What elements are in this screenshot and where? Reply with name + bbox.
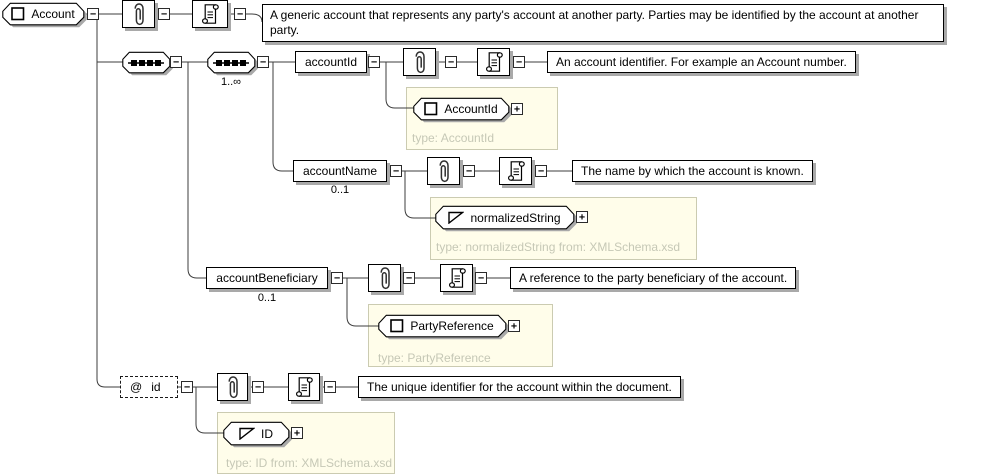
collapse-toggle-accountid-attributes[interactable]: − [445, 56, 457, 68]
occurrence-label: 1..∞ [220, 76, 242, 88]
collapse-toggle-accountbeneficiary[interactable]: − [331, 272, 343, 284]
element-square-icon [390, 319, 404, 333]
annotation-button-id[interactable] [288, 373, 320, 401]
type-label: PartyReference [410, 319, 494, 333]
element-accountid[interactable]: accountId [295, 51, 367, 73]
sequence-dots-icon [128, 58, 164, 68]
type-label: ID [261, 426, 273, 441]
element-label: accountBeneficiary [216, 271, 318, 285]
expand-toggle-accountid-type[interactable]: + [511, 103, 523, 115]
expand-toggle-accountbeneficiary-type[interactable]: + [508, 320, 520, 332]
collapse-toggle-id-attributes[interactable]: − [252, 381, 264, 393]
paperclip-icon [223, 374, 243, 400]
collapse-toggle-id-annotation[interactable]: − [324, 381, 336, 393]
annotation-text-account[interactable]: A generic account that represents any pa… [262, 4, 944, 42]
annotation-text-accountbeneficiary[interactable]: A reference to the party beneficiary of … [510, 267, 797, 289]
attributes-button-id[interactable] [217, 373, 248, 401]
inner-sequence-compositor[interactable] [207, 51, 258, 76]
attributes-button-account[interactable] [122, 0, 155, 28]
element-square-icon [11, 7, 25, 21]
element-label: Account [31, 7, 75, 21]
element-label: accountId [304, 55, 358, 69]
collapse-toggle-accountid-annotation[interactable]: − [513, 56, 525, 68]
occurrence-label: 0..1 [330, 184, 350, 196]
expand-toggle-accountname-type[interactable]: + [576, 211, 588, 223]
type-label: normalizedString [470, 210, 561, 225]
scroll-icon [198, 1, 222, 27]
attributes-button-accountname[interactable] [427, 157, 460, 185]
scroll-icon [292, 374, 316, 400]
type-octagon-id[interactable]: ID [223, 421, 292, 448]
paperclip-icon [129, 1, 149, 27]
type-note: type: AccountId [412, 131, 495, 145]
element-square-icon [424, 102, 438, 116]
paperclip-icon [434, 158, 454, 184]
scroll-icon [445, 265, 469, 291]
collapse-toggle-id[interactable]: − [181, 381, 193, 393]
collapse-toggle-accountbeneficiary-annotation[interactable]: − [475, 272, 487, 284]
type-note: type: PartyReference [378, 351, 491, 365]
type-octagon-accountid[interactable]: AccountId [413, 97, 512, 123]
type-note: type: normalizedString from: XMLSchema.x… [436, 240, 681, 254]
expand-toggle-id-type[interactable]: + [291, 427, 303, 439]
collapse-toggle-account-annotation[interactable]: − [234, 8, 246, 20]
attribute-label: id [151, 380, 161, 394]
annotation-text-accountid[interactable]: An account identifier. For example an Ac… [547, 51, 856, 73]
collapse-toggle-account-attributes[interactable]: − [158, 8, 170, 20]
element-label: accountName [302, 164, 378, 178]
slanted-triangle-icon [448, 211, 465, 224]
annotation-text-accountname[interactable]: The name by which the account is known. [572, 160, 813, 182]
collapse-toggle-accountname-annotation[interactable]: − [535, 165, 547, 177]
element-accountbeneficiary[interactable]: accountBeneficiary [206, 267, 328, 289]
collapse-toggle-outer-sequence[interactable]: − [170, 56, 182, 68]
collapse-toggle-accountname[interactable]: − [390, 165, 402, 177]
type-label: AccountId [444, 102, 498, 116]
attribute-id[interactable]: @ id [120, 376, 178, 398]
collapse-toggle-account[interactable]: − [87, 8, 99, 20]
attributes-button-accountid[interactable] [403, 48, 436, 76]
annotation-text-id[interactable]: The unique identifier for the account wi… [358, 376, 681, 398]
element-octagon-account[interactable]: Account [2, 2, 87, 28]
paperclip-icon [410, 49, 430, 75]
annotation-button-accountbeneficiary[interactable] [440, 264, 473, 292]
outer-sequence-compositor[interactable] [122, 51, 173, 76]
collapse-toggle-accountname-attributes[interactable]: − [463, 165, 475, 177]
slanted-triangle-icon [239, 427, 255, 440]
attribute-at-icon: @ [130, 380, 143, 394]
collapse-toggle-accountid[interactable]: − [368, 56, 380, 68]
collapse-toggle-accountbeneficiary-attributes[interactable]: − [403, 272, 415, 284]
scroll-icon [482, 49, 506, 75]
annotation-button-account[interactable] [192, 0, 228, 28]
sequence-dots-icon [213, 58, 249, 68]
type-note: type: ID from: XMLSchema.xsd [226, 456, 393, 470]
collapse-toggle-inner-sequence[interactable]: − [257, 56, 269, 68]
occurrence-label: 0..1 [257, 292, 277, 304]
attributes-button-accountbeneficiary[interactable] [368, 264, 401, 292]
annotation-button-accountname[interactable] [499, 157, 532, 185]
type-octagon-normalizedstring[interactable]: normalizedString [435, 205, 577, 232]
paperclip-icon [375, 265, 395, 291]
element-accountname[interactable]: accountName [293, 160, 387, 182]
annotation-button-accountid[interactable] [477, 48, 510, 76]
type-octagon-partyreference[interactable]: PartyReference [378, 314, 509, 340]
scroll-icon [504, 158, 528, 184]
